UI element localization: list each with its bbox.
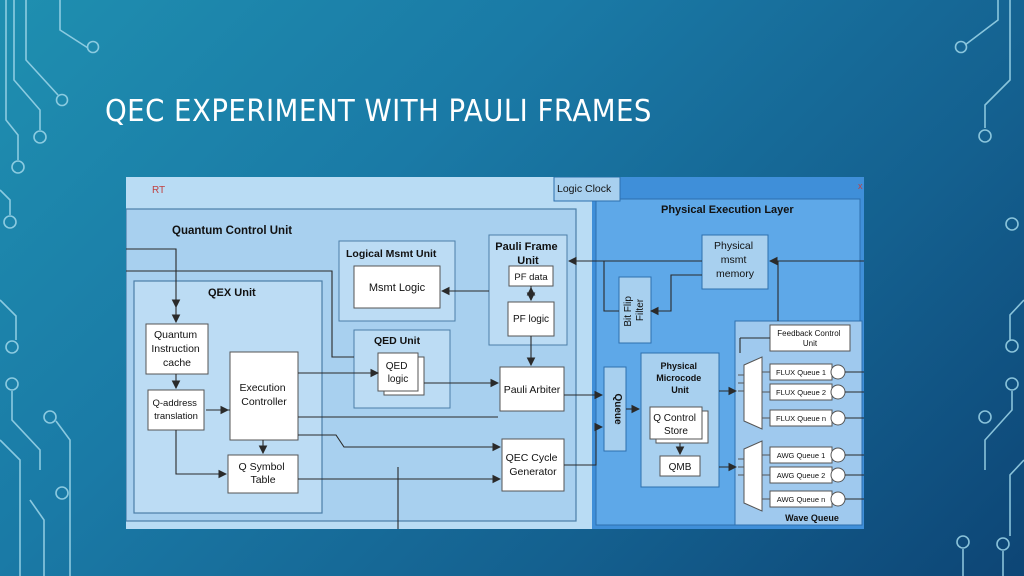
rt-label: RT [152, 185, 165, 196]
pauli-frame-unit-label: Pauli Frame Unit [495, 241, 560, 267]
logic-clock-label: Logic Clock [557, 183, 612, 195]
qed-unit-label: QED Unit [374, 335, 421, 347]
q-symbol-table-box [227, 454, 299, 494]
qex-unit-label: QEX Unit [208, 287, 256, 299]
pauli-arbiter-box [499, 366, 565, 412]
awg-mux [743, 440, 763, 512]
quantum-control-unit-label: Quantum Control Unit [172, 225, 292, 237]
physical-microcode-unit-label: Physical Microcode Unit [656, 361, 704, 395]
svg-text:FLUX Queue 2: FLUX Queue 2 [776, 388, 826, 397]
flux-queue-1: FLUX Queue 1 [762, 363, 846, 381]
physical-msmt-memory-label: Physical msmt memory [714, 240, 756, 280]
execution-controller-box [229, 351, 299, 441]
close-mark: x [858, 181, 863, 191]
svg-text:AWG Queue n: AWG Queue n [777, 495, 826, 504]
awg-queue-2: AWG Queue 2 [762, 466, 846, 484]
svg-text:FLUX Queue n: FLUX Queue n [776, 414, 826, 423]
connection-lines [126, 248, 864, 529]
flux-queue-2: FLUX Queue 2 [762, 383, 846, 401]
qec-cycle-generator-box [501, 438, 565, 492]
msmt-logic-box [353, 265, 441, 309]
q-address-translation-label: Q-address translation [153, 398, 200, 422]
bit-flip-filter-box [618, 276, 652, 344]
q-address-translation-box [147, 389, 205, 431]
mux-input-lines [738, 374, 744, 476]
qed-logic-label: QED logic [386, 361, 410, 385]
q-control-store-label: Q Control Store [653, 413, 699, 437]
qed-logic-box [377, 352, 419, 392]
quantum-instruction-cache-label: Quantum Instruction cache [151, 329, 202, 369]
quantum-instruction-cache-box [145, 323, 209, 375]
pf-logic-label: PF logic [513, 314, 549, 325]
qmb-label: QMB [669, 462, 692, 473]
awg-queue-n: AWG Queue n [762, 490, 846, 508]
physical-execution-layer-label: Physical Execution Layer [661, 204, 794, 216]
feedback-control-unit-label: Feedback Control Unit [777, 329, 842, 348]
svg-text:FLUX Queue 1: FLUX Queue 1 [776, 368, 826, 377]
svg-text:AWG Queue 1: AWG Queue 1 [777, 451, 826, 460]
slide-title: QEC EXPERIMENT WITH PAULI FRAMES [105, 94, 652, 129]
flux-queue-n: FLUX Queue n [762, 409, 846, 427]
execution-controller-label: Execution Controller [239, 382, 288, 408]
q-control-store-box [649, 406, 703, 440]
svg-text:AWG Queue 2: AWG Queue 2 [777, 471, 826, 480]
pf-data-label: PF data [514, 272, 548, 283]
logical-msmt-unit-label: Logical Msmt Unit [346, 248, 437, 260]
awg-queue-1: AWG Queue 1 [762, 446, 846, 464]
q-symbol-table-label: Q Symbol Table [238, 461, 287, 486]
flux-mux [743, 356, 763, 430]
bit-flip-filter-label: Bit Flip Filter [623, 293, 646, 326]
msmt-logic-label: Msmt Logic [369, 282, 426, 294]
pf-logic-box [507, 301, 555, 337]
pauli-arbiter-label: Pauli Arbiter [504, 384, 561, 396]
physical-msmt-memory-box [701, 234, 769, 290]
logic-clock-box [553, 177, 621, 202]
queue-label: Queue [612, 393, 623, 425]
wave-queue-label: Wave Queue [785, 513, 839, 523]
architecture-diagram: RT x Physical Execution Layer Quantum Co… [126, 177, 864, 529]
qmb-box [659, 455, 701, 477]
qec-cycle-generator-label: QEC Cycle Generator [506, 452, 561, 478]
